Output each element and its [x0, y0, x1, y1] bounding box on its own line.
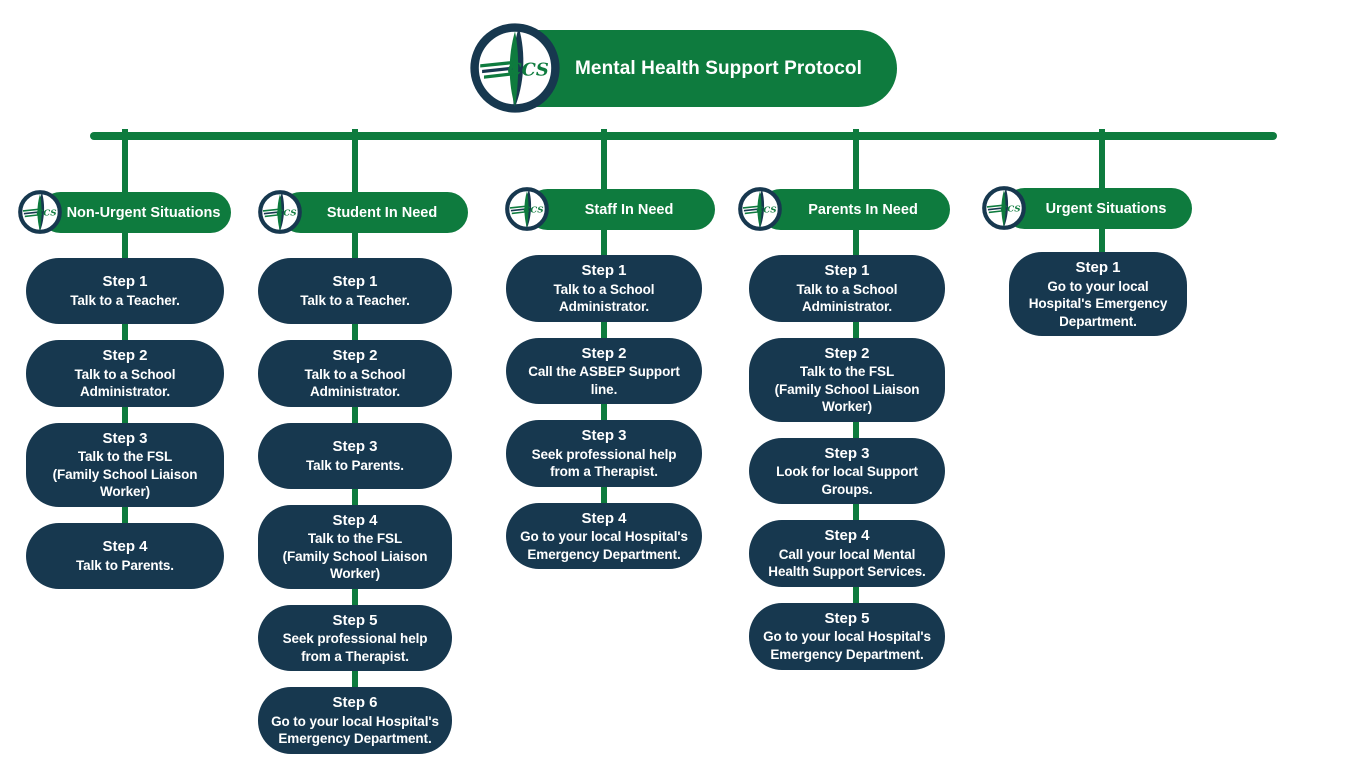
- step-number: Step 1: [332, 273, 378, 291]
- step-number: Step 2: [332, 347, 378, 364]
- school-logo-icon: [504, 186, 550, 232]
- step-node: Step 3 Talk to the FSL (Family School Lia…: [26, 422, 224, 507]
- step-number: Step 2: [581, 344, 627, 362]
- step-number: Step 3: [824, 444, 870, 462]
- school-logo-icon: [981, 185, 1027, 231]
- column-title: Urgent Situations: [1045, 200, 1167, 217]
- step-number: Step 4: [581, 509, 627, 527]
- step-node: Step 2 Talk to a School Administrator.: [258, 340, 452, 407]
- school-logo-icon: [468, 21, 562, 115]
- step-number: Step 3: [581, 427, 627, 445]
- connector-horizontal-bar: [90, 132, 1277, 140]
- step-instruction: Go to your local Hospital's Emergency De…: [763, 629, 931, 662]
- column-title: Non-Urgent Situations: [66, 204, 221, 221]
- step-number: Step 1: [1075, 259, 1121, 276]
- school-logo-icon: [17, 189, 63, 235]
- step-node: Step 2 Call the ASBEP Support line.: [506, 337, 702, 405]
- steps-column-urgent-situations: Step 1 Go to your local Hospital's Emerge…: [1009, 252, 1187, 337]
- step-instruction: Look for local Support Groups.: [776, 464, 918, 497]
- column-title: Parents In Need: [808, 201, 918, 218]
- step-node: Step 4 Talk to the FSL (Family School Lia…: [258, 504, 452, 589]
- column-header-staff-in-need: Staff In Need: [527, 189, 715, 230]
- step-instruction: Seek professional help from a Therapist.: [282, 631, 428, 664]
- column-header-non-urgent-situations: Non-Urgent Situations: [40, 192, 231, 233]
- step-instruction: Go to your local Hospital's Emergency De…: [1028, 278, 1168, 329]
- step-node: Step 2 Talk to a School Administrator.: [26, 340, 224, 407]
- step-instruction: Talk to Parents.: [76, 557, 174, 573]
- column-title: Staff In Need: [584, 201, 674, 218]
- column-header-student-in-need: Student In Need: [280, 192, 468, 233]
- step-instruction: Talk to a School Administrator.: [304, 366, 406, 400]
- step-number: Step 1: [102, 273, 148, 291]
- step-instruction: Talk to the FSL (Family School Liaison W…: [282, 531, 428, 582]
- step-instruction: Talk to a School Administrator.: [553, 281, 655, 315]
- step-number: Step 2: [102, 347, 148, 364]
- step-number: Step 4: [102, 538, 148, 556]
- step-instruction: Go to your local Hospital's Emergency De…: [271, 713, 439, 747]
- step-number: Step 1: [581, 262, 627, 279]
- column-title: Student In Need: [326, 204, 438, 221]
- school-logo-icon: [257, 189, 303, 235]
- step-node: Step 1 Go to your local Hospital's Emerge…: [1009, 252, 1187, 337]
- page-title: Mental Health Support Protocol: [575, 57, 862, 79]
- step-number: Step 2: [824, 344, 870, 362]
- step-instruction: Talk to a School Administrator.: [796, 281, 898, 315]
- step-instruction: Go to your local Hospital's Emergency De…: [520, 529, 688, 562]
- step-number: Step 4: [332, 511, 378, 529]
- step-node: Step 3 Look for local Support Groups.: [749, 437, 945, 505]
- step-node: Step 4 Go to your local Hospital's Emerge…: [506, 502, 702, 570]
- step-node: Step 5 Seek professional help from a Ther…: [258, 604, 452, 672]
- step-instruction: Seek professional help from a Therapist.: [531, 446, 677, 480]
- step-instruction: Talk to a School Administrator.: [74, 366, 176, 400]
- step-node: Step 2 Talk to the FSL (Family School Lia…: [749, 337, 945, 422]
- column-header-parents-in-need: Parents In Need: [760, 189, 950, 230]
- step-number: Step 5: [332, 611, 378, 629]
- step-instruction: Call your local Mental Health Support Se…: [768, 546, 926, 580]
- step-instruction: Talk to the FSL (Family School Liaison W…: [774, 364, 920, 415]
- step-number: Step 1: [824, 262, 870, 279]
- step-number: Step 6: [332, 694, 378, 712]
- step-node: Step 1 Talk to a School Administrator.: [506, 255, 702, 322]
- step-instruction: Talk to a Teacher.: [70, 292, 180, 308]
- step-number: Step 3: [102, 429, 148, 447]
- step-number: Step 3: [332, 438, 378, 456]
- step-node: Step 5 Go to your local Hospital's Emerge…: [749, 602, 945, 670]
- school-logo-icon: [737, 186, 783, 232]
- step-instruction: Talk to the FSL (Family School Liaison W…: [52, 449, 198, 500]
- step-instruction: Call the ASBEP Support line.: [528, 364, 680, 397]
- step-node: Step 1 Talk to a School Administrator.: [749, 255, 945, 322]
- step-number: Step 5: [824, 609, 870, 627]
- step-number: Step 4: [824, 527, 870, 545]
- step-instruction: Talk to a Teacher.: [300, 292, 410, 308]
- column-header-urgent-situations: Urgent Situations: [1004, 188, 1192, 229]
- step-instruction: Talk to Parents.: [306, 457, 404, 473]
